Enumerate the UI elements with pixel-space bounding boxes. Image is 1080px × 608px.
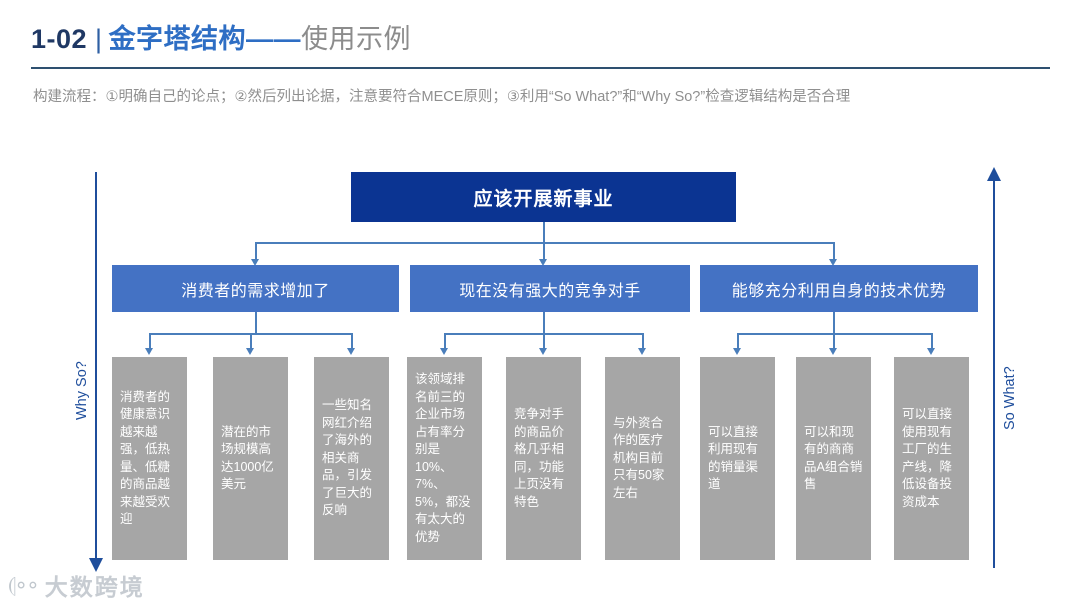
- level2-box-1[interactable]: 消费者的需求增加了: [112, 265, 399, 312]
- level3-box-7[interactable]: 可以直接利用现有的销量渠道: [700, 357, 775, 560]
- arrow-g3-1-icon: [733, 348, 741, 355]
- level3-box-6-label: 与外资合作的医疗机构目前只有50家左右: [613, 415, 665, 500]
- brand-logo-icon: ⦇∘∘: [8, 572, 40, 598]
- title-separator: |: [95, 24, 103, 54]
- level3-box-1-label: 消费者的健康意识越来越强，低热量、低糖的商品越来越受欢迎: [120, 389, 171, 527]
- root-box-label: 应该开展新事业: [473, 188, 614, 210]
- connector-g3-drop-3: [931, 333, 933, 350]
- level3-box-5-label: 竞争对手的商品价格几乎相同，功能上页没有特色: [514, 407, 565, 509]
- arrow-g2-3-icon: [638, 348, 646, 355]
- level3-box-3[interactable]: 一些知名网红介绍了海外的相关商品，引发了巨大的反响: [314, 357, 389, 560]
- arrow-g3-2-icon: [829, 348, 837, 355]
- title-main: 金字塔结构——: [108, 24, 302, 54]
- arrow-to-l2-3-icon: [829, 259, 837, 266]
- watermark: ⦇∘∘ 大数跨境: [8, 568, 145, 602]
- so-what-arrowhead-icon: [987, 167, 1001, 181]
- level3-box-9[interactable]: 可以直接使用现有工厂的生产线，降低设备投资成本: [894, 357, 969, 560]
- level3-box-3-label: 一些知名网红介绍了海外的相关商品，引发了巨大的反响: [322, 398, 373, 518]
- level3-box-4[interactable]: 该领域排名前三的企业市场占有率分别是10%、7%、5%，都没有太大的优势: [407, 357, 482, 560]
- level3-box-6[interactable]: 与外资合作的医疗机构目前只有50家左右: [605, 357, 680, 560]
- connector-g2-drop-2: [543, 333, 545, 350]
- connector-to-l2-1: [255, 242, 257, 262]
- connector-g2-drop-1: [444, 333, 446, 350]
- arrow-g1-1-icon: [145, 348, 153, 355]
- connector-g3-stem: [833, 312, 835, 333]
- level2-box-3[interactable]: 能够充分利用自身的技术优势: [700, 265, 978, 312]
- connector-to-l2-3: [833, 242, 835, 262]
- so-what-axis-line: [993, 180, 996, 568]
- subtitle-text: 构建流程：①明确自己的论点；②然后列出论据，注意要符合MECE原则；③利用“So…: [33, 89, 851, 105]
- level3-box-2-label: 潜在的市场规模高达1000亿美元: [221, 424, 274, 492]
- level3-box-9-label: 可以直接使用现有工厂的生产线，降低设备投资成本: [902, 407, 953, 509]
- connector-to-l2-2: [543, 242, 545, 262]
- arrow-g2-2-icon: [539, 348, 547, 355]
- arrow-g1-3-icon: [347, 348, 355, 355]
- connector-g1-drop-1: [149, 333, 151, 350]
- why-so-label: Why So?: [74, 361, 90, 420]
- level3-box-5[interactable]: 竞争对手的商品价格几乎相同，功能上页没有特色: [506, 357, 581, 560]
- level3-box-7-label: 可以直接利用现有的销量渠道: [708, 424, 759, 492]
- title-number: 1-02: [31, 24, 88, 54]
- why-so-axis-line: [95, 172, 98, 560]
- title-sub: 使用示例: [301, 24, 412, 54]
- why-so-arrowhead-icon: [89, 558, 103, 572]
- arrow-g3-3-icon: [927, 348, 935, 355]
- connector-g2-stem: [543, 312, 545, 333]
- level3-box-4-label: 该领域排名前三的企业市场占有率分别是10%、7%、5%，都没有太大的优势: [415, 372, 471, 544]
- connector-g1-stem: [255, 312, 257, 333]
- arrow-g2-1-icon: [440, 348, 448, 355]
- level2-box-1-label: 消费者的需求增加了: [181, 282, 330, 300]
- title-divider: [31, 67, 1050, 69]
- page-title: 1-02|金字塔结构——使用示例: [31, 22, 411, 56]
- arrow-g1-2-icon: [246, 348, 254, 355]
- root-box[interactable]: 应该开展新事业: [351, 172, 736, 222]
- level3-box-8-label: 可以和现有的商商品A组合销售: [804, 424, 863, 492]
- connector-g3-bus: [737, 333, 933, 335]
- level2-box-3-label: 能够充分利用自身的技术优势: [731, 282, 947, 300]
- level2-box-2[interactable]: 现在没有强大的竞争对手: [410, 265, 690, 312]
- level2-box-2-label: 现在没有强大的竞争对手: [459, 282, 641, 300]
- connector-root-stem: [543, 222, 545, 242]
- arrow-to-l2-2-icon: [539, 259, 547, 266]
- connector-g3-drop-1: [737, 333, 739, 350]
- arrow-to-l2-1-icon: [251, 259, 259, 266]
- connector-g3-drop-2: [833, 333, 835, 350]
- watermark-text: 大数跨境: [44, 574, 145, 600]
- level3-box-2[interactable]: 潜在的市场规模高达1000亿美元: [213, 357, 288, 560]
- level3-box-8[interactable]: 可以和现有的商商品A组合销售: [796, 357, 871, 560]
- level3-box-1[interactable]: 消费者的健康意识越来越强，低热量、低糖的商品越来越受欢迎: [112, 357, 187, 560]
- connector-g1-drop-3: [351, 333, 353, 350]
- connector-g1-drop-2: [250, 333, 252, 350]
- so-what-label: So What?: [1002, 366, 1018, 430]
- connector-g2-drop-3: [642, 333, 644, 350]
